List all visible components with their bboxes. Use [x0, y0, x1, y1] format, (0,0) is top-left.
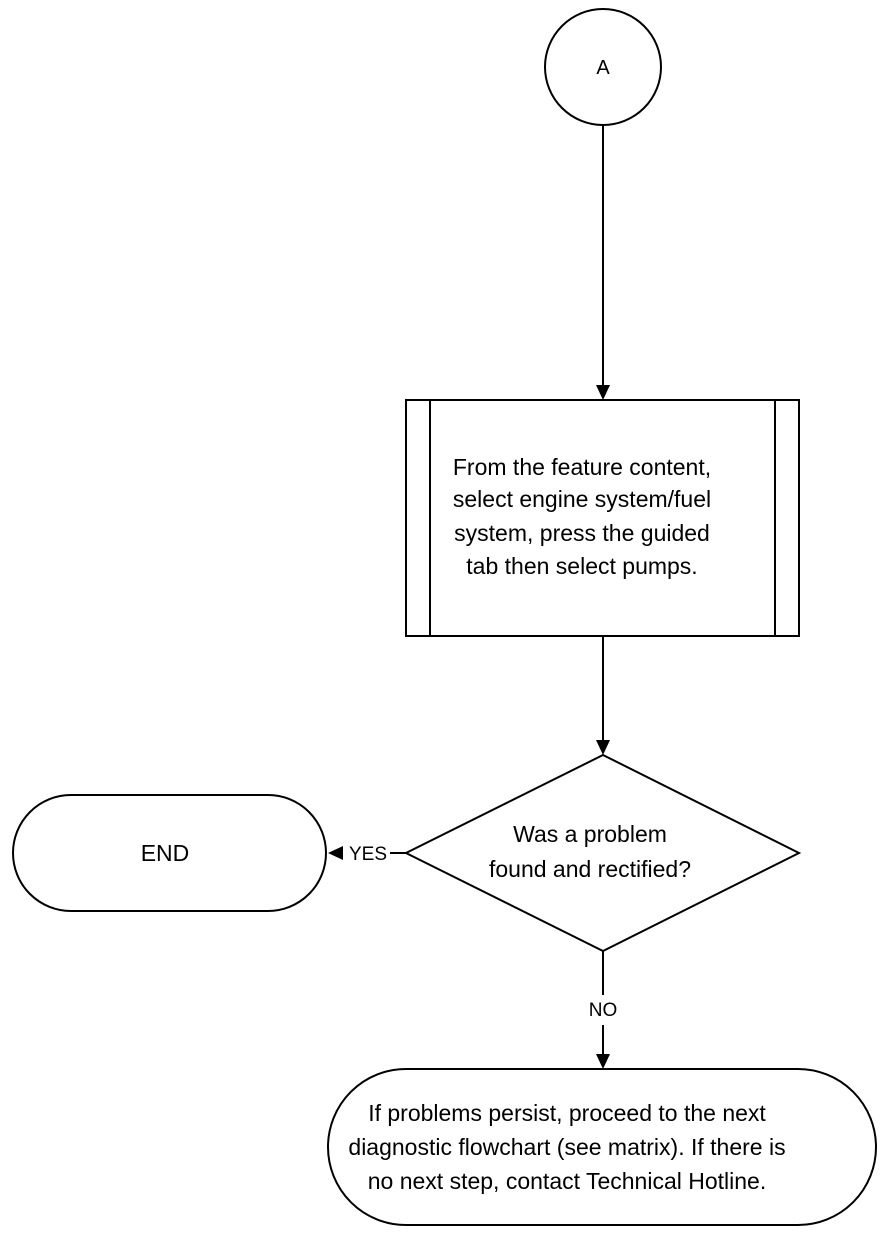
end-terminal: END	[12, 794, 327, 912]
final-terminal: If problems persist, proceed to the next…	[327, 1068, 877, 1226]
final-text-line: If problems persist, proceed to the next	[368, 1100, 766, 1126]
no-label: NO	[589, 1000, 618, 1021]
final-text-line: diagnostic flowchart (see matrix). If th…	[348, 1134, 785, 1160]
yes-label: YES	[349, 844, 387, 865]
process-text-line: From the feature content,	[453, 454, 711, 480]
end-label: END	[141, 840, 190, 866]
arrowhead-decision	[596, 740, 610, 755]
decision-diamond: Was a problem found and rectified?	[403, 753, 802, 953]
process-text-line: select engine system/fuel	[453, 486, 711, 512]
final-text-line: no next step, contact Technical Hotline.	[368, 1168, 766, 1194]
connector-label: A	[596, 57, 610, 79]
end-shape	[12, 794, 327, 912]
arrowhead-process	[596, 385, 610, 400]
process-rect	[405, 399, 800, 637]
process-text-line: system, press the guided	[454, 520, 710, 546]
arrowhead-end	[328, 846, 343, 860]
decision-text-line: Was a problem	[513, 821, 667, 847]
process-text-line: tab then select pumps.	[466, 553, 697, 579]
decision-shape	[403, 753, 802, 953]
arrowhead-final	[596, 1054, 610, 1069]
final-shape	[327, 1068, 877, 1226]
process-box: From the feature content, select engine …	[405, 399, 800, 637]
decision-text-line: found and rectified?	[489, 856, 691, 882]
connector-a: A	[544, 8, 662, 126]
